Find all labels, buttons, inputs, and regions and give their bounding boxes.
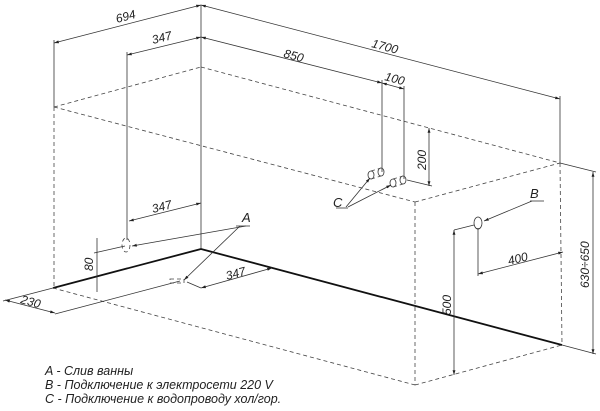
- dim-100: 100: [383, 69, 406, 88]
- drain-outlet-wall: [121, 237, 131, 253]
- dim-1700: 1700: [370, 36, 400, 57]
- legend-item-a: A - Слив ванны: [44, 364, 133, 378]
- dim-230: 230: [18, 292, 42, 311]
- dim-200: 200: [415, 150, 429, 171]
- bathtub-outline: [52, 66, 563, 386]
- marker-a: A: [241, 210, 251, 225]
- extension-lines: [2, 40, 597, 355]
- electric-socket: [473, 216, 483, 230]
- dim-347-top: 347: [150, 28, 174, 47]
- water-pipes: [367, 167, 407, 188]
- legend-item-b: B - Подключение к электросети 220 V: [45, 378, 275, 392]
- dim-347-mid: 347: [150, 197, 174, 216]
- leader-lines: [131, 177, 544, 281]
- legend-item-c: C - Подключение к водопроводу хол/гор.: [45, 392, 281, 406]
- dim-400: 400: [506, 249, 529, 268]
- dimension-lines: [4, 4, 595, 375]
- legend: A - Слив ванны B - Подключение к электро…: [44, 364, 281, 406]
- dim-80: 80: [82, 257, 96, 271]
- marker-b: B: [530, 186, 539, 201]
- drain-outlet-floor: [169, 278, 185, 284]
- dim-630-650: 630÷650: [578, 241, 592, 288]
- dim-500: 500: [440, 295, 454, 315]
- dim-347-floor: 347: [224, 264, 248, 283]
- marker-c: C: [333, 195, 343, 210]
- dim-850: 850: [282, 46, 305, 65]
- dim-694: 694: [114, 7, 137, 26]
